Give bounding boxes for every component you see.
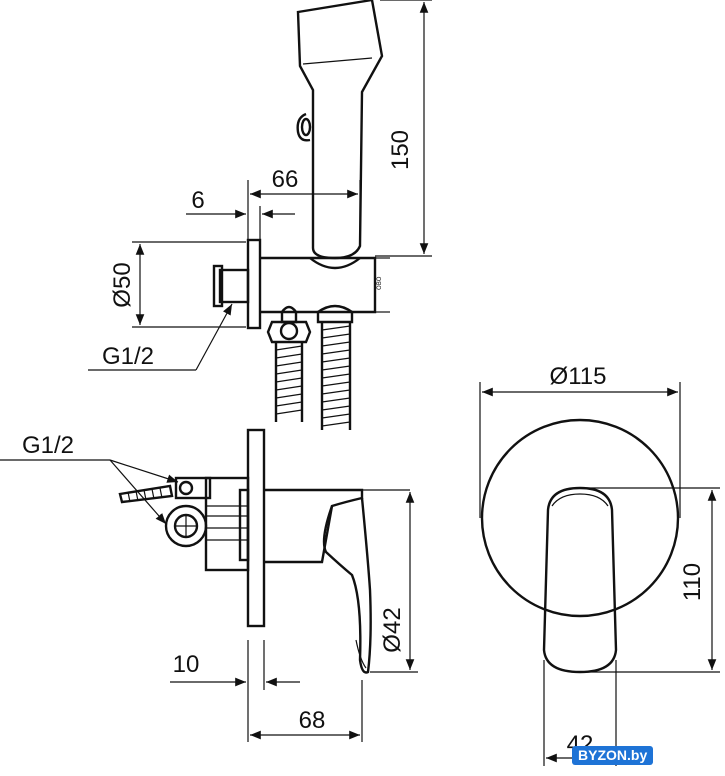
mixer-front-view: [480, 418, 680, 674]
thread-callout-bottom: G1/2: [0, 432, 179, 525]
dim-10: 10: [170, 640, 300, 690]
thread-label-bottom: G1/2: [22, 432, 74, 459]
dim-label-10: 10: [173, 651, 200, 678]
dim-d50: Ø50: [109, 241, 246, 328]
dim-68: 68: [247, 680, 363, 742]
dim-label-d115: Ø115: [550, 363, 607, 390]
watermark-logo: BYZON.by: [572, 746, 654, 765]
dim-label-d50: Ø50: [109, 262, 136, 307]
mixer-side-view: [118, 428, 410, 674]
dim-label-6: 6: [191, 187, 204, 214]
dim-label-150: 150: [387, 130, 414, 170]
dim-150: 150: [375, 0, 432, 257]
dim-label-68: 68: [299, 707, 326, 734]
shower-holder: OBO: [212, 238, 390, 344]
dim-6: 6: [186, 187, 295, 240]
dim-110: 110: [580, 487, 720, 673]
dim-d42: Ø42: [370, 492, 418, 673]
dim-label-66: 66: [272, 166, 299, 193]
dim-66: 66: [247, 166, 361, 246]
hand-shower: [296, 0, 384, 260]
thread-callout-top: G1/2: [88, 303, 233, 371]
dim-label-110: 110: [679, 563, 706, 601]
dim-d115: Ø115: [479, 363, 681, 518]
hoses-top: [274, 322, 352, 430]
dim-label-d42: Ø42: [379, 607, 406, 652]
small-label: OBO: [376, 276, 383, 290]
thread-label-top: G1/2: [102, 343, 154, 370]
